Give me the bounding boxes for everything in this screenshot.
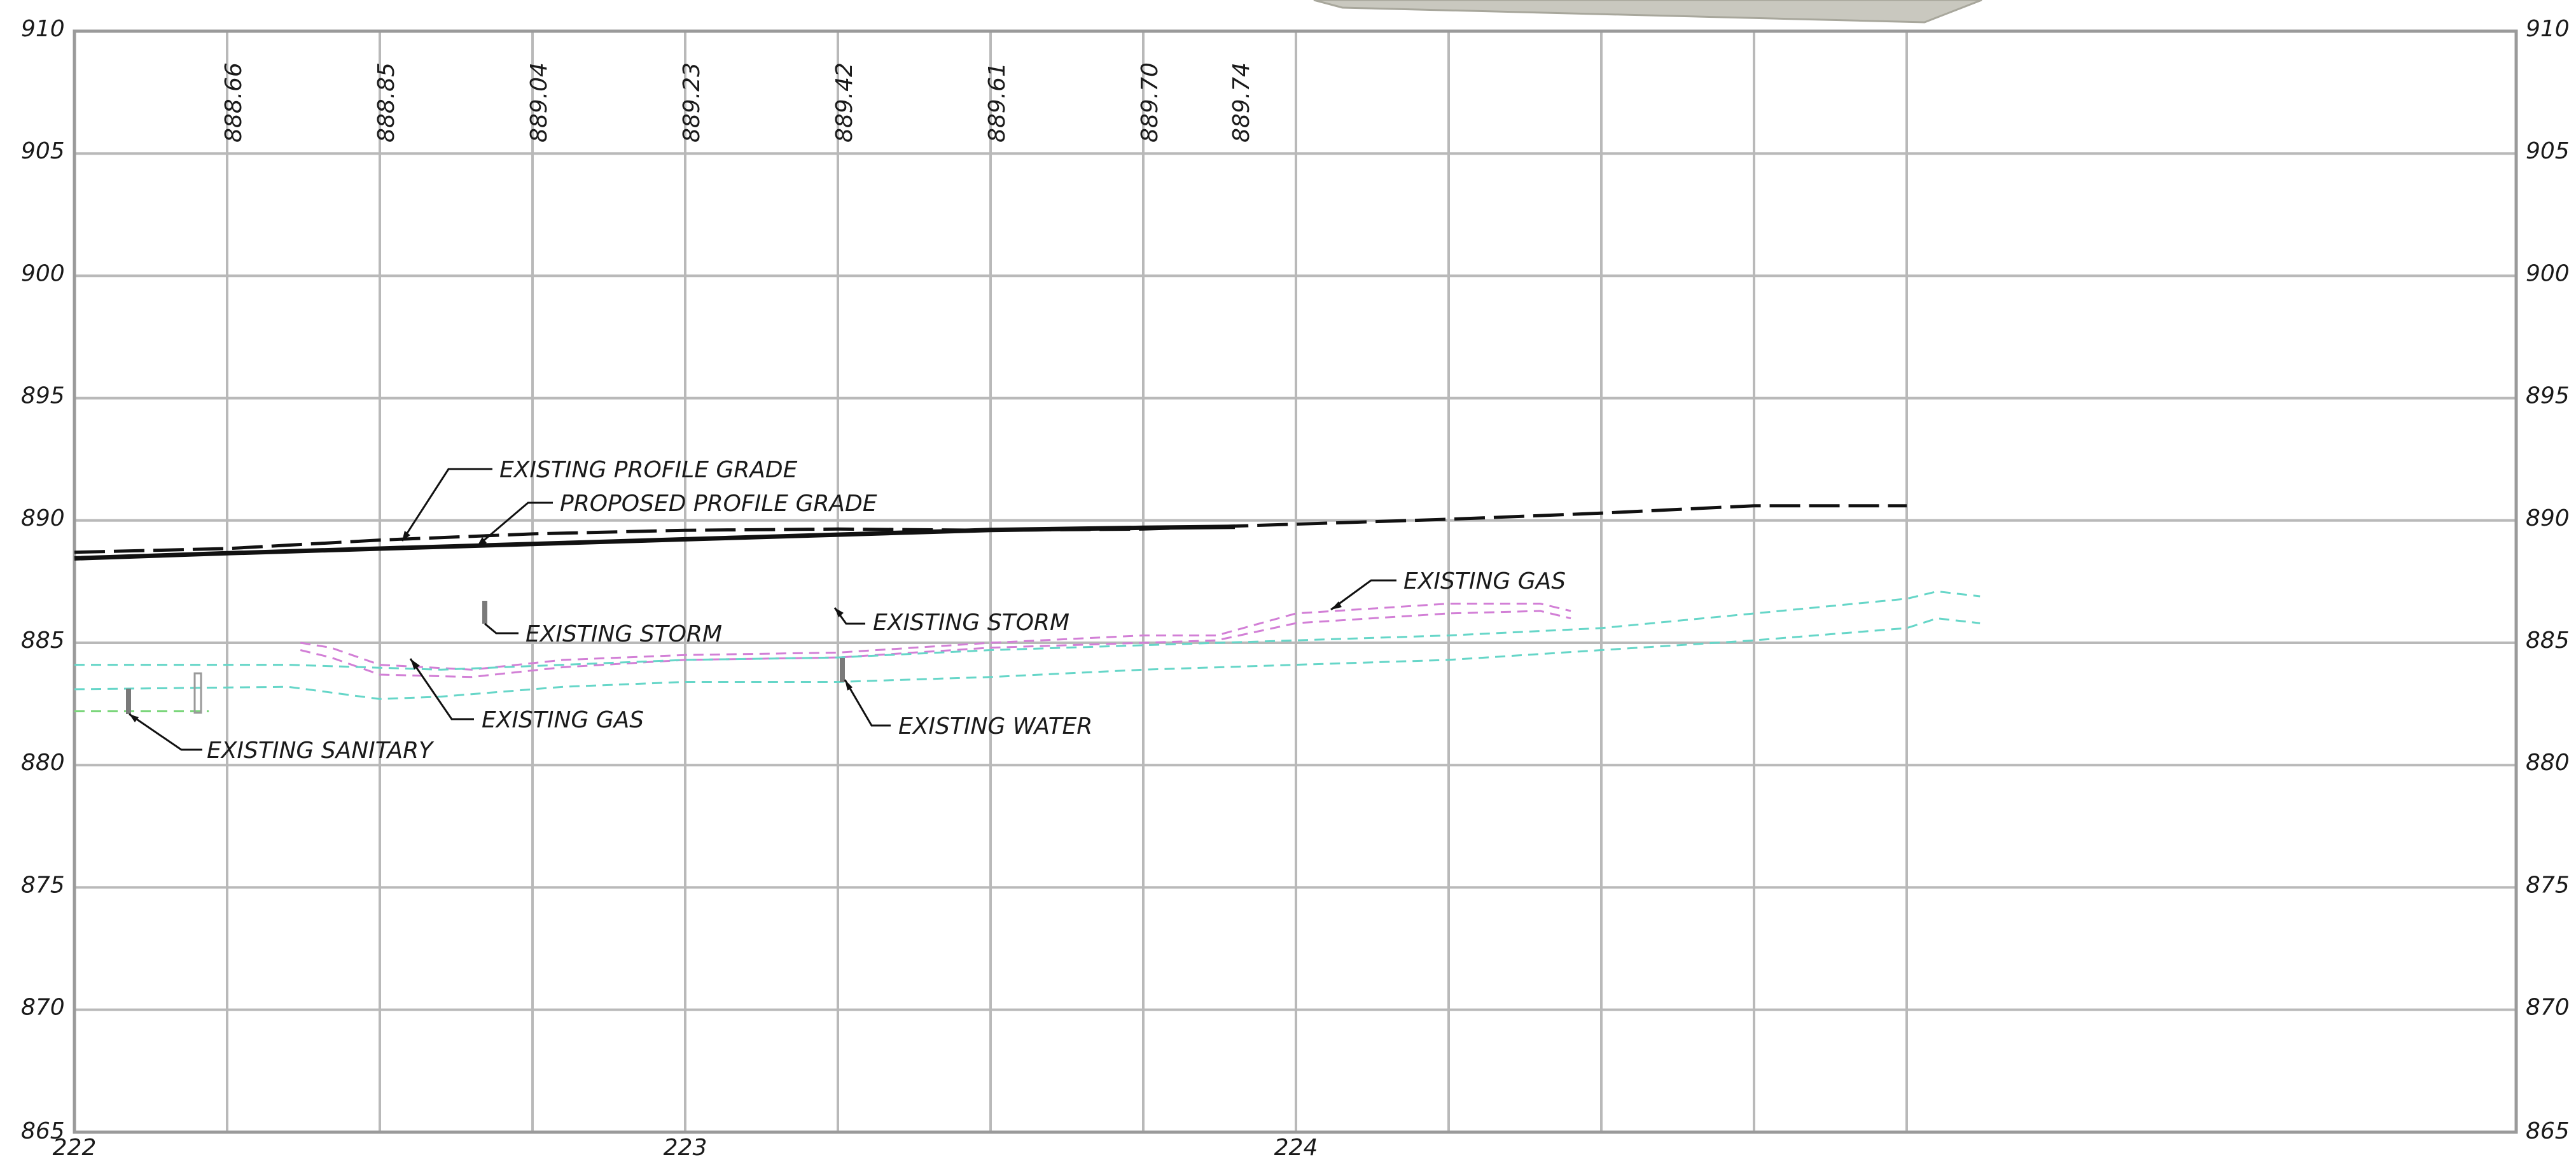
elevation-label-left: 890: [21, 505, 65, 531]
existing-gas-2-label: EXISTING GAS: [1403, 568, 1566, 594]
grade-elevation-label: 889.23: [679, 62, 705, 143]
elevation-label-right: 890: [2526, 505, 2570, 531]
elevation-label-left: 875: [21, 872, 65, 898]
elevation-label-left: 870: [21, 995, 65, 1021]
existing-sanitary-label: EXISTING SANITARY: [207, 738, 435, 764]
series-water-bottom: [74, 617, 1981, 700]
elevation-label-left: 910: [21, 16, 65, 42]
callout-existing-gas-2: EXISTING GAS: [1330, 568, 1566, 611]
station-label: 224: [1274, 1135, 1318, 1157]
station-label: 223: [664, 1135, 707, 1157]
station-axis: 222 223 224: [53, 1135, 1318, 1157]
grade-elevation-labels: 888.66 888.85 889.04 889.23 889.42 889.61 889.…: [221, 62, 1255, 143]
grade-elevation-label: 889.04: [526, 62, 552, 143]
elevation-label-right: 865: [2526, 1118, 2570, 1144]
elevation-label-left: 895: [21, 383, 65, 409]
grade-elevation-label: 888.66: [221, 62, 247, 143]
aerial-photo-fragment: [1313, 0, 1982, 24]
elevation-label-right: 910: [2526, 16, 2570, 42]
water-marker: [840, 658, 845, 682]
elevation-label-right: 875: [2526, 872, 2570, 898]
grade-elevation-label: 889.61: [984, 62, 1010, 143]
callout-existing-storm-2: EXISTING STORM: [833, 607, 1069, 636]
elevation-label-left: 880: [21, 750, 65, 776]
elevation-label-right: 885: [2526, 628, 2570, 654]
series-gas-top: [300, 603, 1571, 671]
existing-gas-1-label: EXISTING GAS: [482, 707, 644, 733]
grade-elevation-label: 889.74: [1229, 62, 1255, 143]
grade-elevation-label: 888.85: [373, 62, 400, 143]
sanitary-manhole-marker: [193, 672, 202, 714]
existing-water-label: EXISTING WATER: [898, 713, 1092, 740]
elevation-label-right: 895: [2526, 383, 2570, 409]
existing-storm-1-label: EXISTING STORM: [526, 621, 722, 647]
elevation-axis-right: 910 905 900 895 890 885 880 875 870 865: [2526, 16, 2570, 1144]
existing-profile-grade-label: EXISTING PROFILE GRADE: [499, 457, 798, 483]
elevation-label-left: 900: [21, 260, 65, 286]
elevation-label-left: 905: [21, 138, 65, 164]
profile-grid: [74, 31, 2516, 1132]
elevation-label-left: 865: [21, 1118, 65, 1144]
elevation-axis-left: 910 905 900 895 890 885 880 875 870 865: [21, 16, 65, 1144]
series-gas-bottom: [300, 610, 1571, 678]
grade-elevation-label: 889.42: [832, 62, 858, 143]
storm-marker-1: [482, 601, 487, 624]
profile-frame: [73, 29, 2518, 1134]
profile-lines: [74, 504, 1981, 713]
elevation-label-right: 905: [2526, 138, 2570, 164]
callout-existing-sanitary: EXISTING SANITARY: [129, 713, 435, 764]
elevation-label-right: 870: [2526, 995, 2570, 1021]
elevation-label-left: 885: [21, 628, 65, 654]
sanitary-pipe-marker: [126, 689, 131, 714]
callout-proposed-profile-grade: PROPOSED PROFILE GRADE: [477, 491, 877, 547]
callout-existing-profile-grade: EXISTING PROFILE GRADE: [401, 457, 798, 542]
callout-existing-storm-1: EXISTING STORM: [484, 621, 722, 647]
elevation-label-right: 900: [2526, 260, 2570, 286]
series-proposed-grade: [74, 524, 1236, 561]
utility-structures: [126, 601, 845, 714]
station-label: 222: [53, 1135, 97, 1157]
elevation-label-right: 880: [2526, 750, 2570, 776]
existing-storm-2-label: EXISTING STORM: [873, 610, 1069, 636]
grade-elevation-label: 889.70: [1137, 62, 1163, 143]
callout-existing-water: EXISTING WATER: [844, 679, 1092, 740]
proposed-profile-grade-label: PROPOSED PROFILE GRADE: [560, 491, 877, 517]
callout-existing-gas-1: EXISTING GAS: [409, 658, 644, 733]
